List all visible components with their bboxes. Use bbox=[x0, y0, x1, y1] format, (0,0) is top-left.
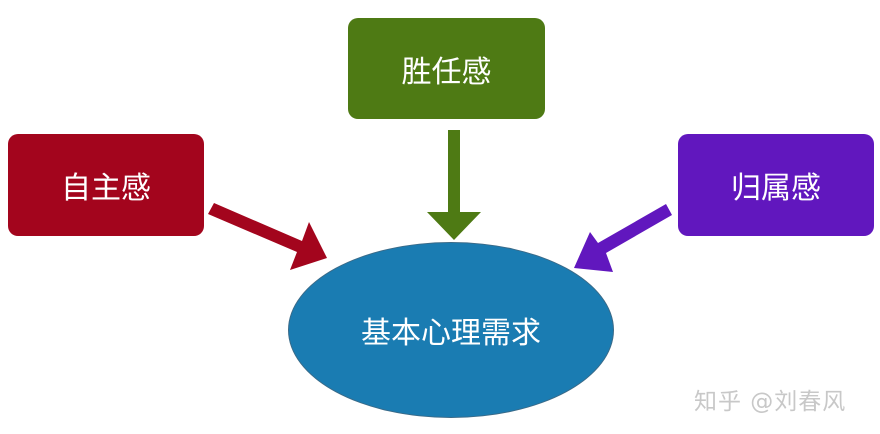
center-node-basic-psychological-needs: 基本心理需求 bbox=[288, 242, 614, 418]
arrow-competence-icon bbox=[427, 130, 481, 240]
node-competence-label: 胜任感 bbox=[401, 54, 492, 90]
node-competence: 胜任感 bbox=[348, 18, 545, 119]
node-relatedness: 归属感 bbox=[678, 134, 874, 236]
arrow-autonomy-icon bbox=[208, 203, 327, 270]
arrow-relatedness-icon bbox=[574, 204, 672, 272]
node-autonomy: 自主感 bbox=[8, 134, 204, 236]
center-node-label: 基本心理需求 bbox=[361, 316, 541, 351]
node-relatedness-label: 归属感 bbox=[731, 171, 821, 206]
node-autonomy-label: 自主感 bbox=[61, 171, 151, 206]
watermark: 知乎 @刘春风 bbox=[694, 389, 847, 415]
